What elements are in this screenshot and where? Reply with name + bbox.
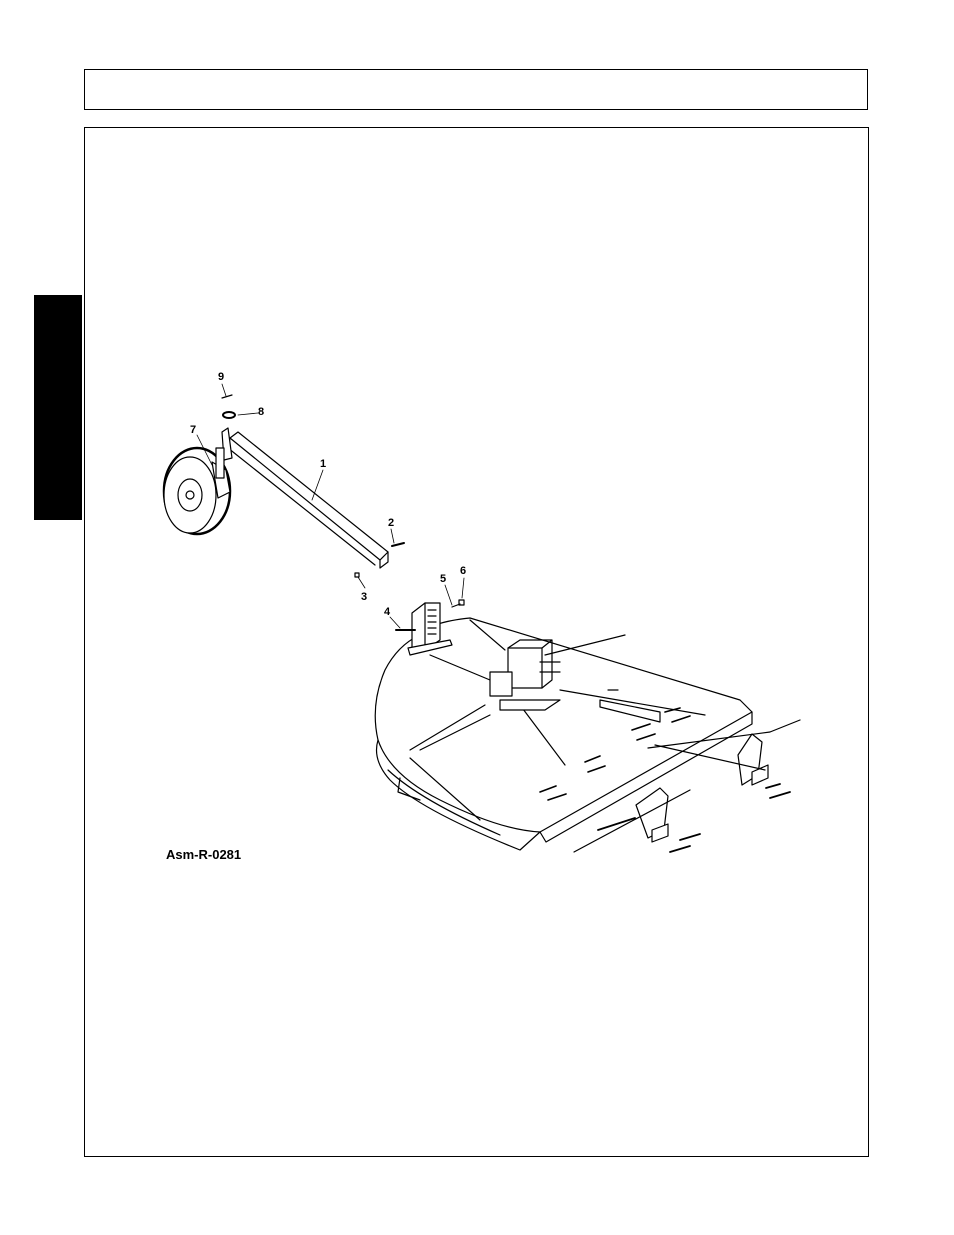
- callout-1: 1: [320, 458, 326, 470]
- callout-8: 8: [258, 406, 264, 418]
- mower-deck: [375, 618, 752, 850]
- callout-4: 4: [384, 606, 391, 618]
- callout-3: 3: [361, 591, 367, 603]
- tail-wheel: [164, 448, 230, 534]
- callout-7: 7: [190, 424, 196, 436]
- callout-5: 5: [440, 573, 446, 585]
- tail-wheel-arm: [222, 428, 388, 568]
- assembly-code: Asm-R-0281: [166, 847, 241, 862]
- callout-6: 6: [460, 565, 466, 577]
- callout-9: 9: [218, 371, 224, 383]
- callout-2: 2: [388, 517, 394, 529]
